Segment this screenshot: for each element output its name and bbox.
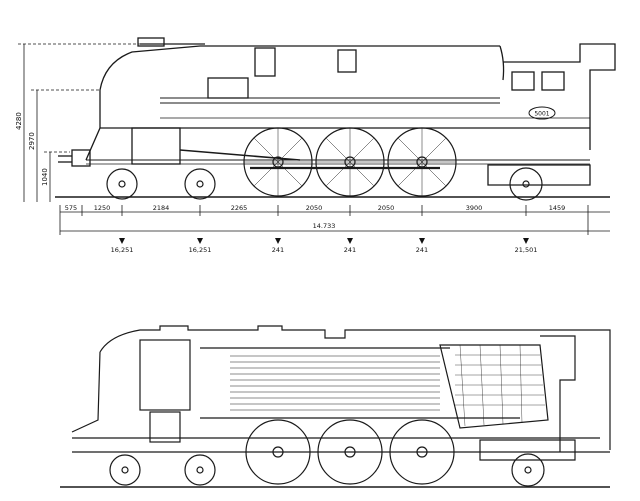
axle-load-4: 241 (344, 246, 356, 254)
axle-load-5: 241 (416, 246, 428, 254)
firebox-grid (455, 344, 545, 427)
axle-load-3: 241 (272, 246, 284, 254)
section-wheels (109, 419, 545, 487)
dim-2050-a: 2050 (306, 204, 323, 212)
length-dimension-lines (59, 205, 610, 235)
side-elevation: 4280 2970 1040 (15, 37, 616, 254)
sectional-view (60, 325, 611, 488)
dim-2050-b: 2050 (378, 204, 395, 212)
height-4280-label: 4280 (15, 112, 23, 130)
number-plate-text: 5001 (534, 111, 549, 118)
number-plate: 5001 (528, 106, 556, 120)
boiler-tubes (230, 355, 440, 411)
dim-1459: 1459 (549, 204, 566, 212)
dim-1250: 1250 (94, 204, 111, 212)
dim-2265: 2265 (231, 204, 248, 212)
dim-2184: 2184 (153, 204, 170, 212)
axle-load-1: 16,251 (111, 246, 134, 254)
elevation-wheels (106, 127, 543, 201)
axle-load-markers: 16,251 16,251 241 241 241 21,501 (111, 238, 538, 254)
overall-length: 14.733 (313, 222, 336, 230)
height-2970-label: 2970 (28, 132, 36, 150)
dim-3900: 3900 (466, 204, 483, 212)
dim-575: 575 (65, 204, 77, 212)
length-dimension-labels: 575 1250 2184 2265 2050 2050 3900 1459 1… (65, 204, 565, 230)
section-outline (71, 325, 611, 461)
height-1040-label: 1040 (41, 168, 49, 186)
axle-load-2: 16,251 (189, 246, 212, 254)
locomotive-body (58, 37, 616, 186)
axle-load-6: 21,501 (515, 246, 538, 254)
